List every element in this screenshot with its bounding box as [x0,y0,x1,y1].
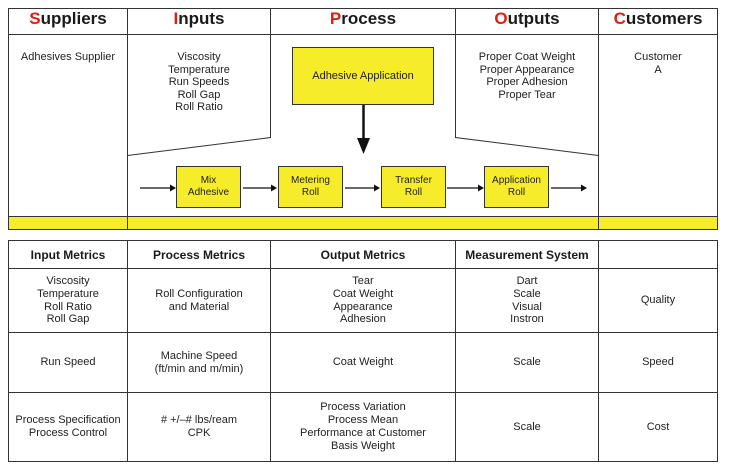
down-arrow-icon [357,104,370,154]
metrics-header-input: Input Metrics [30,248,106,262]
table-cell: Tear Coat Weight Appearance Adhesion [332,274,394,326]
step-mix-adhesive: Mix Adhesive [176,166,241,208]
table-cell: Cost [646,420,670,433]
metrics-table-grid [8,240,718,462]
table-cell: Scale [513,420,541,433]
sipoc-yellow-strip [9,216,717,229]
metrics-header-measurement: Measurement System [465,248,589,262]
table-cell: Process Specification Process Control [15,414,121,439]
suppliers-text: Adhesives Supplier [20,51,116,63]
table-cell: Run Speed [40,356,96,369]
table-cell: Viscosity Temperature Roll Ratio Roll Ga… [37,274,99,326]
process-main-box: Adhesive Application [292,47,434,105]
table-cell: Speed [642,356,674,369]
table-cell: Coat Weight [332,356,394,369]
table-cell: Machine Speed (ft/min and m/min) [154,349,244,375]
table-cell: # +/–# lbs/ream CPK [160,414,238,439]
table-cell: Roll Configuration and Material [155,287,243,313]
metrics-header-output: Output Metrics [320,248,406,262]
inputs-text: Viscosity Temperature Run Speeds Roll Ga… [168,51,230,114]
customers-text: Customer A [634,51,682,76]
table-cell: Scale [513,356,541,369]
flow-arrows [140,184,587,192]
table-cell: Quality [640,294,676,307]
table-cell: Process Variation Process Mean Performan… [300,401,426,452]
step-application-roll: Application Roll [484,166,549,208]
metrics-header-process: Process Metrics [152,248,246,262]
table-cell: Dart Scale Visual Instron [510,274,544,326]
step-metering-roll: Metering Roll [278,166,343,208]
step-transfer-roll: Transfer Roll [381,166,446,208]
outputs-text: Proper Coat Weight Proper Appearance Pro… [478,51,576,101]
